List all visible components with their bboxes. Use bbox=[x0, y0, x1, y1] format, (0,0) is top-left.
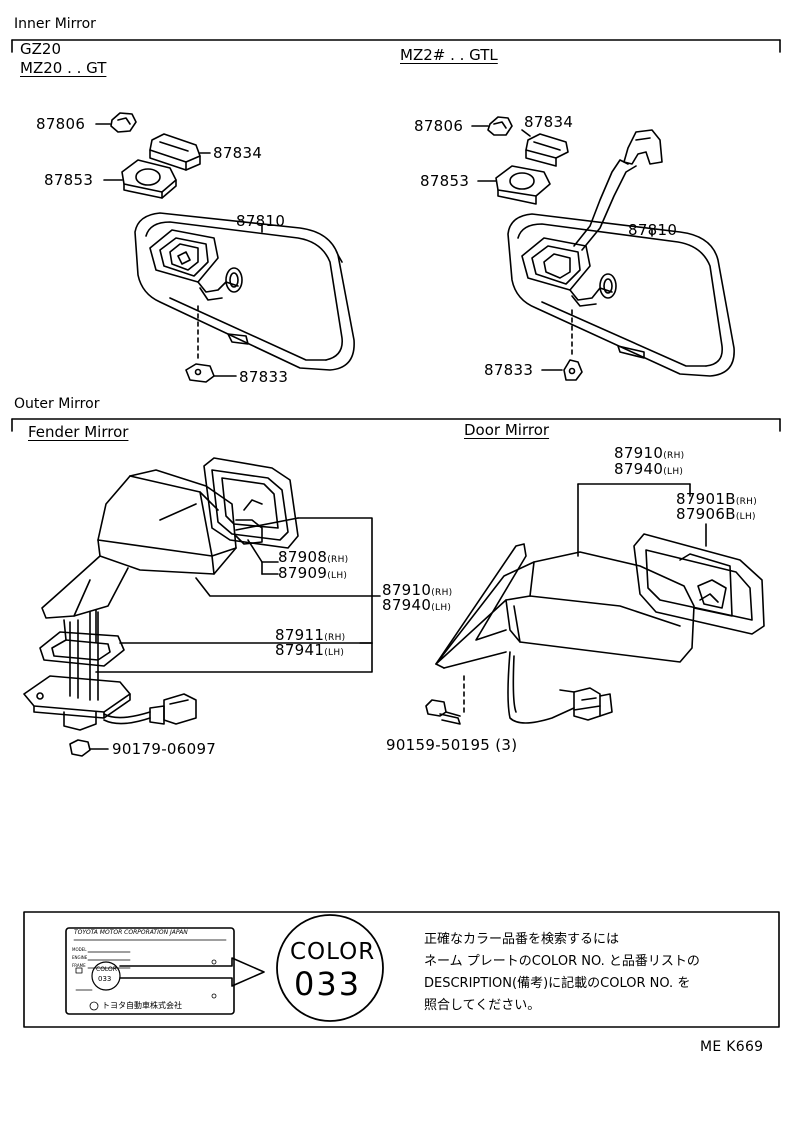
inner-left-model-2: MZ20 . . GT bbox=[20, 59, 107, 77]
plate-field-model: MODEL bbox=[72, 947, 87, 952]
fender-mirror-title: Fender Mirror bbox=[28, 423, 129, 441]
door-part-87901b: 87901B(RH) bbox=[676, 490, 758, 508]
inner-left-part-87810: 87810 bbox=[236, 212, 286, 230]
fender-part-87910: 87910(RH) bbox=[382, 581, 453, 599]
inner-left-model-1: GZ20 bbox=[20, 40, 61, 58]
plate-field-engine: ENGINE bbox=[72, 955, 88, 960]
inner-left-part-87833: 87833 bbox=[239, 368, 289, 386]
fender-part-87911: 87911(RH) bbox=[275, 626, 346, 644]
left-inner-mirror-drawing bbox=[95, 112, 355, 383]
plate-company-text: TOYOTA MOTOR CORPORATION JAPAN bbox=[74, 929, 188, 936]
door-part-90159-50195: 90159-50195 (3) bbox=[386, 736, 518, 754]
inner-right-part-87834: 87834 bbox=[524, 113, 574, 131]
inner-left-part-87834: 87834 bbox=[213, 144, 263, 162]
fender-part-87909: 87909(LH) bbox=[278, 564, 348, 582]
color-code: 033 bbox=[294, 965, 362, 1003]
right-inner-mirror-drawing bbox=[471, 116, 735, 381]
note-jp-line-1: 正確なカラー品番を検索するには bbox=[424, 932, 620, 947]
plate-maker-text: トヨタ自動車株式会社 bbox=[102, 1001, 182, 1010]
door-part-87910: 87910(RH) bbox=[614, 444, 685, 462]
inner-mirror-bracket bbox=[11, 39, 781, 53]
fender-mirror-drawing bbox=[23, 457, 381, 757]
door-mirror-drawing bbox=[425, 483, 765, 725]
plate-color-small: COLOR bbox=[96, 966, 117, 973]
outer-mirror-section-title: Outer Mirror bbox=[14, 396, 100, 412]
note-box-drawing bbox=[23, 911, 780, 1028]
outer-mirror-bracket bbox=[11, 418, 781, 432]
inner-right-part-87833: 87833 bbox=[484, 361, 534, 379]
door-part-87906b: 87906B(LH) bbox=[676, 505, 756, 523]
footer-diagram-code: ME K669 bbox=[700, 1039, 764, 1055]
inner-left-part-87853: 87853 bbox=[44, 171, 94, 189]
color-label: COLOR bbox=[290, 939, 376, 965]
inner-mirror-section-title: Inner Mirror bbox=[14, 16, 96, 32]
note-jp-line-3: DESCRIPTION(備考)に記載のCOLOR NO. を bbox=[424, 976, 691, 991]
inner-right-part-87853: 87853 bbox=[420, 172, 470, 190]
note-jp-line-2: ネーム プレートのCOLOR NO. と品番リストの bbox=[424, 954, 700, 969]
inner-left-part-87806: 87806 bbox=[36, 115, 86, 133]
inner-right-part-87806: 87806 bbox=[414, 117, 464, 135]
inner-right-part-87810: 87810 bbox=[628, 221, 678, 239]
note-jp-line-4: 照合してください。 bbox=[424, 998, 541, 1013]
fender-part-90179-06097: 90179-06097 bbox=[112, 740, 217, 758]
fender-part-87940: 87940(LH) bbox=[382, 596, 452, 614]
fender-part-87941: 87941(LH) bbox=[275, 641, 345, 659]
plate-code-small: 033 bbox=[98, 975, 112, 983]
fender-part-87908: 87908(RH) bbox=[278, 548, 349, 566]
plate-field-frame: FRAME bbox=[72, 963, 86, 968]
door-mirror-title: Door Mirror bbox=[464, 421, 550, 439]
inner-right-model: MZ2# . . GTL bbox=[400, 46, 498, 64]
door-part-87940: 87940(LH) bbox=[614, 460, 684, 478]
